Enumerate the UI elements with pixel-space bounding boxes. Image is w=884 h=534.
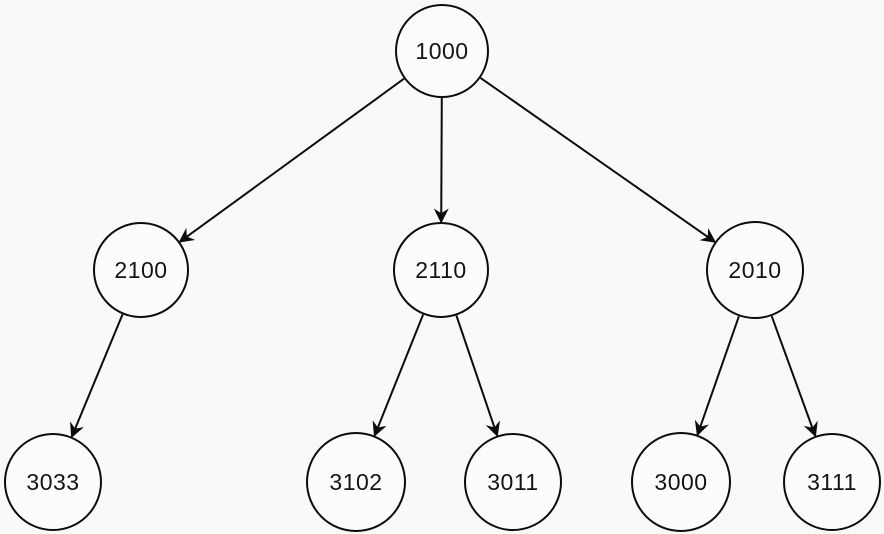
tree-edge xyxy=(70,313,124,439)
tree-edge xyxy=(479,77,717,243)
tree-node-label: 3102 xyxy=(329,468,383,495)
tree-node: 2110 xyxy=(393,222,489,318)
tree-node: 2010 xyxy=(706,221,804,319)
tree-edge xyxy=(455,315,500,438)
tree-edge xyxy=(178,77,405,243)
tree-node: 2100 xyxy=(93,222,189,318)
tree-node: 1000 xyxy=(395,4,489,98)
tree-node-label: 2100 xyxy=(114,256,168,283)
tree-node-label: 3033 xyxy=(26,468,80,495)
tree-node: 3033 xyxy=(4,433,102,531)
tree-node: 3011 xyxy=(464,433,562,531)
tree-node-label: 3111 xyxy=(807,468,857,495)
tree-node-label: 2010 xyxy=(728,256,782,283)
tree-node-label: 2110 xyxy=(415,256,467,283)
tree-node: 3111 xyxy=(783,433,881,531)
tree-node: 3000 xyxy=(631,432,731,532)
tree-edge xyxy=(372,314,425,437)
tree-node-label: 1000 xyxy=(415,37,469,64)
tree-edge xyxy=(433,97,449,224)
tree-node-label: 3000 xyxy=(654,468,708,495)
tree-edge xyxy=(694,315,740,437)
tree-node: 3102 xyxy=(306,432,406,532)
tree-node-label: 3011 xyxy=(487,468,539,495)
tree-edge xyxy=(770,315,818,438)
